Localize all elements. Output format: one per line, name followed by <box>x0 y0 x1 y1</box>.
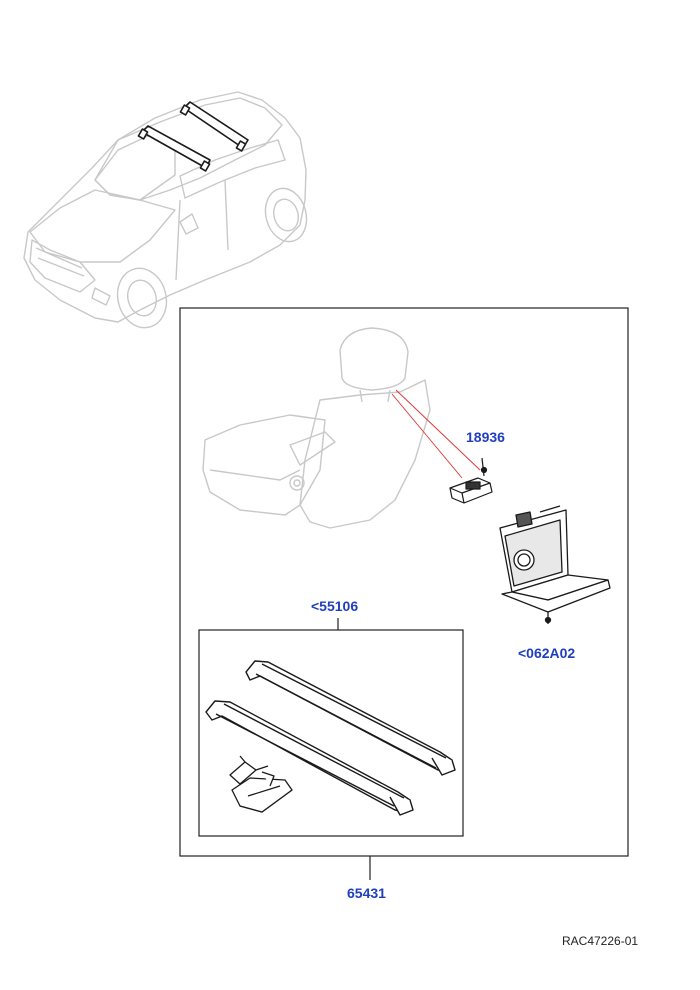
kit-frame <box>179 307 629 857</box>
vehicle-outline-icon <box>23 91 308 329</box>
callout-55106: <55106 <box>311 598 359 614</box>
seat-bracket-icon <box>499 505 611 624</box>
connector-module-icon <box>449 457 493 504</box>
roof-bar-icon <box>137 101 249 172</box>
diagram-reference: RAC47226-01 <box>562 934 639 948</box>
clamp-foot-icon <box>229 755 293 813</box>
roof-bar-kit-frame <box>198 629 464 837</box>
roof-bar-icon <box>205 660 456 816</box>
seat-outline-icon <box>202 327 431 529</box>
leader-lines <box>391 389 481 479</box>
callout-65431: 65431 <box>347 885 386 901</box>
callout-062A02: <062A02 <box>518 645 576 661</box>
callout-18936: 18936 <box>466 429 505 445</box>
